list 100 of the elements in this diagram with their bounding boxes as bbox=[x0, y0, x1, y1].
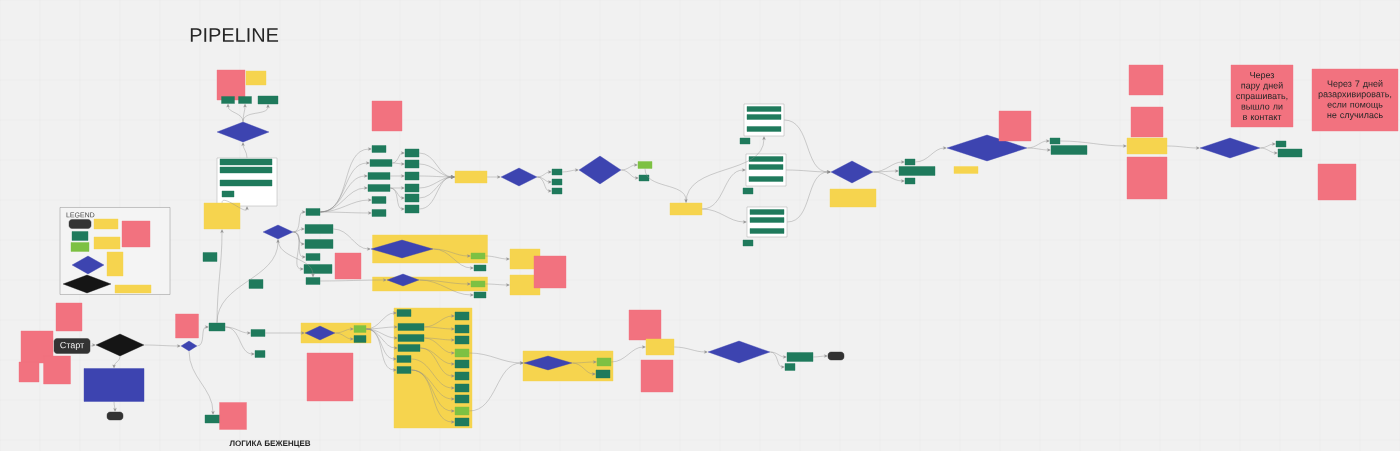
note-box bbox=[93, 218, 119, 230]
sticky-note bbox=[18, 361, 40, 383]
option-box bbox=[470, 280, 486, 288]
step-box bbox=[595, 369, 611, 379]
sticky-note bbox=[640, 359, 674, 393]
option-box bbox=[454, 406, 470, 416]
step-box bbox=[371, 209, 387, 217]
connector bbox=[366, 325, 398, 330]
step-box bbox=[367, 172, 391, 180]
step-box bbox=[397, 334, 425, 342]
step-box bbox=[371, 196, 387, 204]
decision-diamond bbox=[71, 255, 105, 275]
sticky-note bbox=[121, 220, 151, 248]
step-box bbox=[404, 204, 420, 214]
note-box bbox=[454, 170, 488, 184]
connector bbox=[433, 248, 471, 258]
connector bbox=[572, 362, 596, 376]
step-box bbox=[404, 183, 420, 193]
step-box bbox=[746, 106, 782, 112]
step-box bbox=[219, 158, 273, 166]
step-box bbox=[250, 329, 266, 337]
step-box bbox=[748, 156, 784, 162]
step-box bbox=[749, 228, 785, 234]
note-box bbox=[245, 70, 267, 86]
sticky-note bbox=[1317, 163, 1357, 201]
connector bbox=[390, 187, 405, 211]
decision-diamond bbox=[830, 160, 874, 184]
connector bbox=[702, 168, 746, 210]
connector bbox=[335, 332, 354, 341]
sticky-note bbox=[1130, 106, 1164, 138]
step-box bbox=[305, 253, 321, 261]
connector bbox=[411, 369, 455, 424]
connector bbox=[915, 146, 947, 163]
connector bbox=[644, 168, 688, 203]
connector bbox=[873, 171, 905, 183]
step-box bbox=[454, 417, 470, 427]
decision-diamond bbox=[262, 224, 294, 240]
connector bbox=[1260, 147, 1278, 155]
step-box bbox=[473, 264, 487, 272]
connector bbox=[873, 169, 899, 173]
step-box bbox=[204, 414, 222, 424]
step-box bbox=[304, 239, 334, 249]
step-box bbox=[305, 208, 321, 216]
connector bbox=[277, 239, 315, 277]
step-box bbox=[454, 394, 470, 404]
step-box bbox=[396, 355, 412, 363]
sticky-note bbox=[43, 355, 71, 385]
connector bbox=[419, 175, 455, 210]
note-box bbox=[1126, 137, 1168, 155]
sticky-note bbox=[219, 402, 247, 430]
connector bbox=[411, 358, 455, 390]
option-box bbox=[353, 325, 367, 333]
step-box bbox=[748, 176, 784, 182]
connector bbox=[419, 279, 471, 286]
option-box bbox=[637, 161, 653, 169]
step-box bbox=[454, 324, 470, 334]
connector bbox=[113, 401, 117, 412]
terminal-pill bbox=[68, 219, 92, 229]
step-box bbox=[454, 335, 470, 345]
decision-diamond bbox=[62, 274, 112, 294]
step-box bbox=[304, 224, 334, 234]
connector bbox=[685, 136, 766, 203]
step-box bbox=[784, 363, 796, 371]
step-box bbox=[749, 209, 785, 215]
connector bbox=[813, 354, 828, 358]
sticky-note bbox=[998, 110, 1032, 142]
step-box bbox=[248, 279, 264, 289]
note-box bbox=[829, 188, 877, 208]
step-box bbox=[221, 96, 235, 104]
step-box bbox=[257, 95, 279, 105]
connector bbox=[1260, 142, 1276, 149]
connector bbox=[424, 326, 455, 331]
note-box bbox=[203, 202, 241, 230]
step-box bbox=[397, 344, 421, 352]
connector bbox=[621, 163, 638, 171]
step-box bbox=[904, 177, 916, 185]
step-box bbox=[404, 171, 420, 181]
step-box bbox=[305, 277, 321, 285]
decision-diamond bbox=[946, 134, 1028, 162]
step-box bbox=[369, 159, 393, 167]
connector bbox=[335, 327, 354, 334]
connector bbox=[216, 229, 224, 323]
connector bbox=[241, 142, 248, 158]
decision-diamond bbox=[523, 355, 573, 371]
step-box bbox=[742, 187, 754, 195]
connector bbox=[611, 345, 646, 363]
sticky-note bbox=[334, 252, 362, 280]
connector bbox=[485, 283, 510, 287]
connector bbox=[112, 356, 121, 368]
decision-diamond bbox=[578, 155, 622, 185]
step-box bbox=[454, 371, 470, 381]
step-box bbox=[454, 383, 470, 393]
connector bbox=[562, 168, 579, 173]
sticky-note bbox=[1126, 156, 1168, 200]
terminal-pill bbox=[827, 351, 845, 361]
connector bbox=[424, 337, 455, 342]
decision-diamond bbox=[304, 325, 336, 341]
connector bbox=[293, 231, 304, 271]
connector bbox=[225, 326, 255, 356]
connector bbox=[333, 228, 371, 251]
